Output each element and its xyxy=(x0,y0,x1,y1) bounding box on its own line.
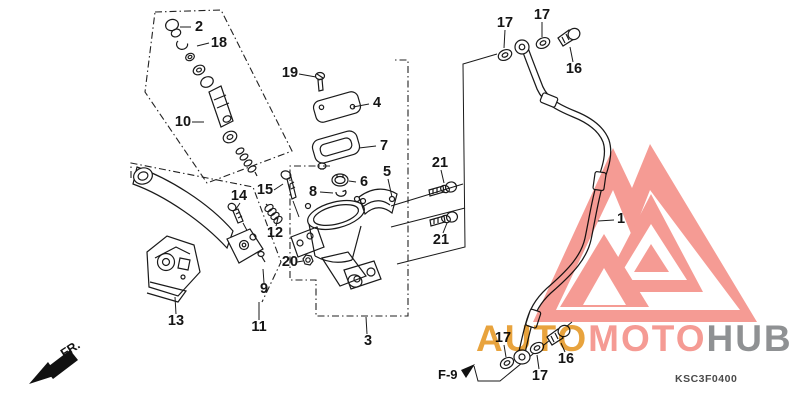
spring-part12 xyxy=(264,203,283,225)
leader-line xyxy=(275,217,279,227)
leader-line xyxy=(296,260,304,263)
group-boundaries xyxy=(130,9,409,317)
leader-line xyxy=(319,191,334,194)
master-cylinder-boundary xyxy=(289,59,409,317)
leader-line xyxy=(196,42,210,47)
screw-part19 xyxy=(314,71,326,92)
f9-arrowhead xyxy=(461,364,475,378)
clamp-block xyxy=(290,226,325,258)
lever-group-drawing xyxy=(132,166,314,303)
leader-line xyxy=(503,344,507,358)
plate-part7 xyxy=(311,130,361,170)
leader-line xyxy=(365,316,368,335)
bolts-part21 xyxy=(428,181,459,227)
boot-cap-part2 xyxy=(165,18,182,38)
brake-lever-part11 xyxy=(132,166,264,264)
leader-line xyxy=(358,145,377,149)
clip-part8 xyxy=(335,189,347,197)
leader-line xyxy=(503,29,506,49)
lever-group-boundary xyxy=(130,162,282,303)
leader-line xyxy=(536,354,540,370)
leader-line xyxy=(292,200,300,218)
diagram-code: KSC3F0400 xyxy=(675,373,738,385)
pin-part9 xyxy=(257,250,266,263)
leader-line xyxy=(174,296,177,315)
clamp-part5 xyxy=(358,188,398,216)
nut-part20 xyxy=(302,254,314,266)
hose-top-eyelet xyxy=(514,39,530,55)
leader-line xyxy=(442,222,448,234)
hose-fitting xyxy=(592,171,607,192)
leader-line xyxy=(440,169,445,184)
hose-fitting xyxy=(525,308,542,329)
leader-line xyxy=(569,46,574,63)
master-cylinder-drawing xyxy=(290,188,398,290)
screw-part15 xyxy=(280,170,297,200)
bolt-part14 xyxy=(227,202,244,224)
leader-line xyxy=(298,73,317,78)
banjo-bolt-16-bottom xyxy=(546,324,571,346)
page-reference: F-9 xyxy=(438,367,458,382)
hose-fitting xyxy=(539,92,559,108)
reservoir-cover-drawing xyxy=(311,71,362,197)
leader-line xyxy=(262,268,265,284)
bolt-21-upper xyxy=(428,181,458,197)
fr-direction-arrow: FR. xyxy=(29,338,83,384)
boot-part6 xyxy=(331,173,349,187)
leader-line xyxy=(560,342,566,353)
cover-part4 xyxy=(312,91,362,123)
piston-stack-part10 xyxy=(192,64,258,177)
leader-line xyxy=(387,178,393,198)
brake-hose-assembly xyxy=(497,27,612,370)
leader-line xyxy=(235,202,241,210)
leader-line xyxy=(597,219,615,222)
leader-line xyxy=(348,180,357,183)
piston-kit-drawing xyxy=(165,18,258,177)
hose-bottom-eyelet xyxy=(513,349,531,365)
circlip-part18 xyxy=(175,40,195,62)
lever-bracket-part13 xyxy=(146,235,201,303)
leader-lines xyxy=(174,22,615,370)
bolt-21-lower xyxy=(429,211,459,227)
banjo-bolt-16-top xyxy=(557,27,581,47)
washers-part17 xyxy=(497,36,551,370)
leader-line xyxy=(273,183,284,191)
piston-kit-boundary xyxy=(144,9,293,184)
